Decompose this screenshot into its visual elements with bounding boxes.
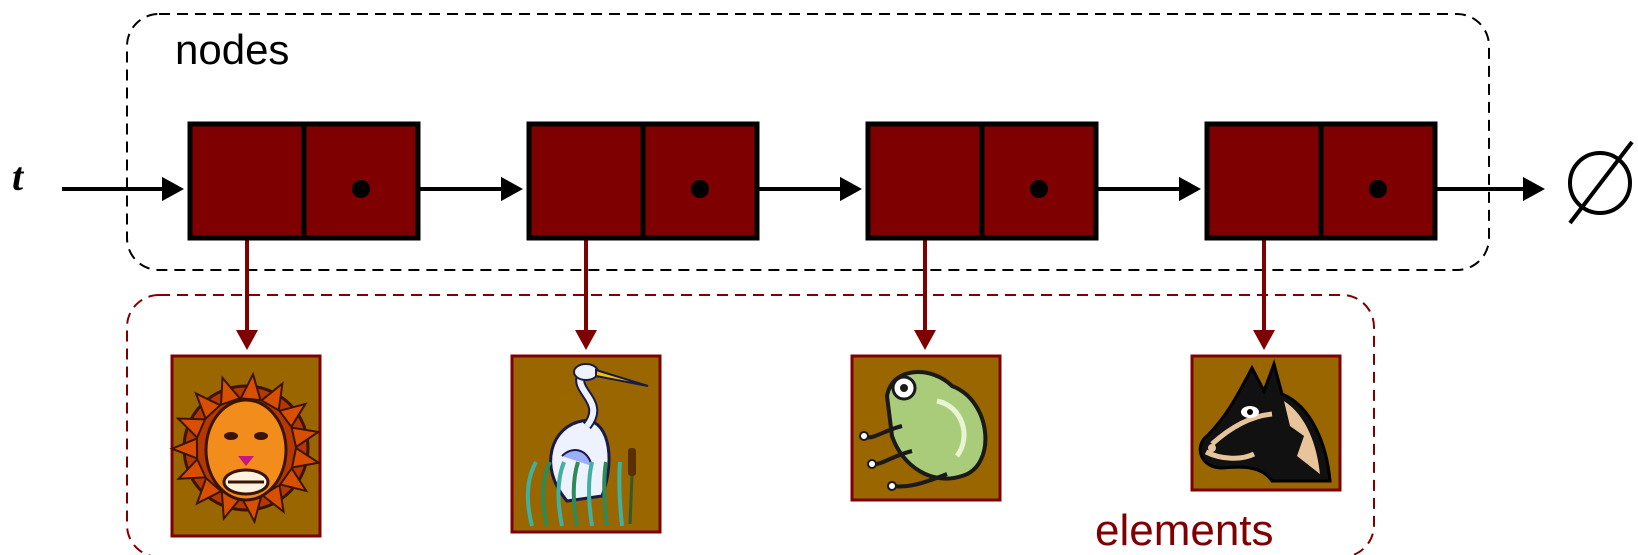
head-pointer-label: t: [12, 154, 25, 199]
next-pointer-dot: [691, 180, 709, 198]
elements-label: elements: [1095, 506, 1274, 555]
element-pointer-arrow: [236, 238, 258, 350]
list-node: [187, 121, 421, 241]
element-tile: [850, 354, 1002, 502]
next-pointer-dot: [1030, 180, 1048, 198]
nodes-layer: [187, 121, 1438, 241]
element-pointer-arrow: [575, 238, 597, 350]
heron-icon: [525, 363, 649, 527]
list-node: [865, 121, 1099, 241]
frog-icon: [859, 370, 988, 491]
head-pointer-arrow: [62, 176, 184, 202]
node-element-cell: [1204, 121, 1324, 241]
node-element-cell: [865, 121, 985, 241]
element-pointer-arrow: [914, 238, 936, 350]
nodes-group-outline: [126, 13, 1490, 271]
next-pointer-dot: [352, 180, 370, 198]
list-node: [526, 121, 760, 241]
elements-layer: [169, 354, 1342, 538]
element-tile: [1190, 354, 1342, 492]
node-element-cell: [187, 121, 307, 241]
element-pointer-arrow: [1253, 238, 1275, 350]
next-pointer-dot: [1369, 180, 1387, 198]
element-tile: [510, 354, 662, 534]
links-layer: [62, 176, 1545, 350]
null-symbol: [1568, 140, 1634, 225]
lion-icon: [169, 371, 322, 525]
nodes-label: nodes: [175, 26, 289, 73]
horse-icon: [1198, 359, 1332, 483]
elements-group-outline: [126, 294, 1375, 555]
element-tile: [169, 354, 322, 538]
list-node: [1204, 121, 1438, 241]
node-element-cell: [526, 121, 646, 241]
